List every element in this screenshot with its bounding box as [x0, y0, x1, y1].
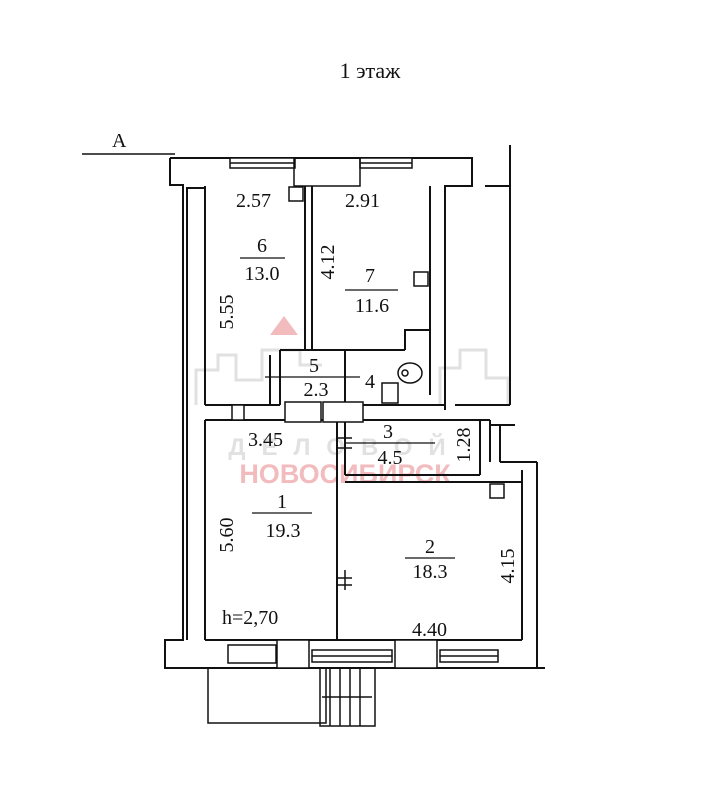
dim-room7-width: 2.91 [345, 190, 380, 212]
dim-room6-width: 2.57 [236, 190, 271, 212]
dim-room6-height: 5.55 [216, 295, 238, 330]
room-5-number: 5 [309, 355, 319, 377]
dim-room2-height: 4.15 [497, 549, 519, 584]
room-5-area: 2.3 [304, 379, 329, 401]
room-4-number: 4 [365, 371, 375, 393]
room-7-area: 11.6 [355, 295, 389, 317]
room-1-number: 1 [277, 491, 287, 513]
room-2-area: 18.3 [413, 561, 448, 583]
room-7-number: 7 [365, 265, 375, 287]
ceiling-height: h=2,70 [222, 607, 278, 629]
dim-room7-height: 4.12 [317, 245, 339, 280]
axis-label: А [112, 130, 127, 152]
vent-icon [288, 186, 304, 202]
room-6-area: 13.0 [245, 263, 280, 285]
dim-room3-height: 1.28 [453, 428, 475, 463]
entrance-steps [207, 667, 376, 727]
room-3-area: 4.5 [378, 447, 403, 469]
sink-icon [381, 382, 399, 404]
watermark-skyline [194, 348, 510, 405]
vent-icon [489, 483, 505, 499]
vent-icon [413, 271, 429, 287]
axis-marker: А [82, 130, 175, 155]
room-labels: 6 13.0 7 11.6 5 2.3 4 3 4.5 1 19.3 2 18.… [240, 235, 455, 583]
room-6-number: 6 [257, 235, 267, 257]
floor-title: 1 этаж [340, 58, 402, 83]
room-1-area: 19.3 [266, 520, 301, 542]
doors [276, 401, 438, 669]
dim-room1-width: 3.45 [248, 429, 283, 451]
dim-room2-width: 4.40 [412, 619, 447, 641]
toilet-icon [397, 362, 423, 384]
watermark-logo-icon [270, 316, 298, 335]
dimension-labels: 2.57 2.91 5.55 4.12 3.45 5.60 4.40 4.15 … [216, 190, 519, 641]
room-2-number: 2 [425, 536, 435, 558]
fixtures [231, 186, 505, 499]
room-3-number: 3 [383, 421, 393, 443]
dim-room1-height: 5.60 [216, 518, 238, 553]
windows [227, 157, 499, 664]
